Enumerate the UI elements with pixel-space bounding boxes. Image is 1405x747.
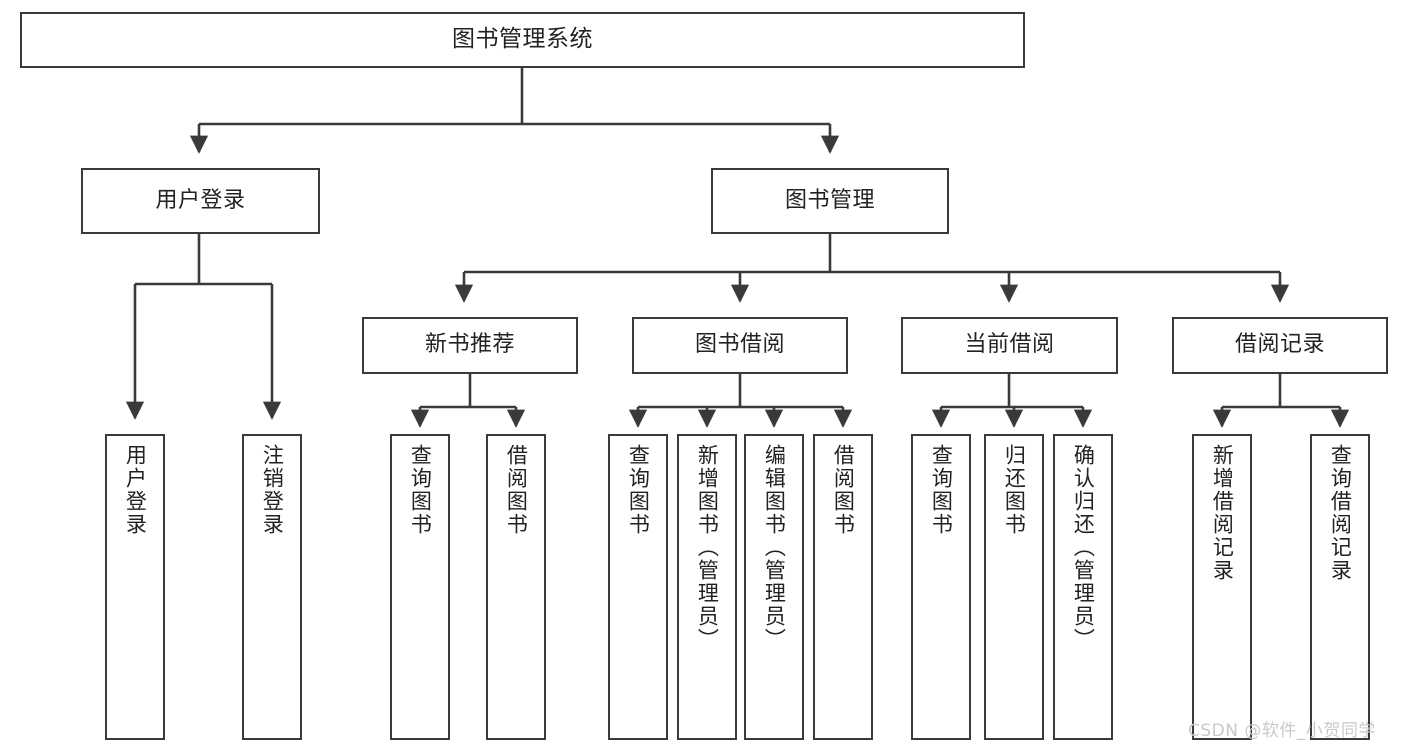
leaf-borrow-book-label: 借阅图书 bbox=[831, 444, 856, 536]
leaf-query-book-cur-label: 查询图书 bbox=[929, 444, 954, 536]
leaf-query-record[interactable]: 查询借阅记录 bbox=[1310, 434, 1370, 740]
leaf-query-book-rec-label: 查询图书 bbox=[408, 444, 433, 536]
leaf-return-book[interactable]: 归还图书 bbox=[984, 434, 1044, 740]
leaf-borrow-book[interactable]: 借阅图书 bbox=[813, 434, 873, 740]
node-current-borrow-label: 当前借阅 bbox=[964, 332, 1055, 358]
leaf-user-logout-label: 注销登录 bbox=[260, 444, 285, 536]
leaf-query-record-label: 查询借阅记录 bbox=[1328, 444, 1353, 582]
leaf-query-book-cur[interactable]: 查询图书 bbox=[911, 434, 971, 740]
leaf-add-book[interactable]: 新增图书（管理员） bbox=[677, 434, 737, 740]
node-root[interactable]: 图书管理系统 bbox=[20, 12, 1025, 68]
leaf-add-book-label: 新增图书（管理员） bbox=[695, 444, 720, 651]
leaf-borrow-book-rec[interactable]: 借阅图书 bbox=[486, 434, 546, 740]
leaf-user-logout[interactable]: 注销登录 bbox=[242, 434, 302, 740]
leaf-query-book-borrow-label: 查询图书 bbox=[626, 444, 651, 536]
node-book-manage-label: 图书管理 bbox=[784, 187, 875, 213]
leaf-add-record[interactable]: 新增借阅记录 bbox=[1192, 434, 1252, 740]
leaf-query-book-rec[interactable]: 查询图书 bbox=[390, 434, 450, 740]
leaf-edit-book[interactable]: 编辑图书（管理员） bbox=[744, 434, 804, 740]
node-current-borrow[interactable]: 当前借阅 bbox=[901, 317, 1118, 374]
node-new-book-rec[interactable]: 新书推荐 bbox=[362, 317, 578, 374]
node-user-login-label: 用户登录 bbox=[155, 187, 246, 213]
leaf-edit-book-label: 编辑图书（管理员） bbox=[762, 444, 787, 651]
node-borrow-record-label: 借阅记录 bbox=[1234, 332, 1325, 358]
leaf-add-record-label: 新增借阅记录 bbox=[1210, 444, 1235, 582]
leaf-return-book-label: 归还图书 bbox=[1002, 444, 1027, 536]
node-book-manage[interactable]: 图书管理 bbox=[711, 168, 949, 234]
node-borrow-record[interactable]: 借阅记录 bbox=[1172, 317, 1388, 374]
leaf-user-login-label: 用户登录 bbox=[123, 444, 148, 536]
leaf-user-login[interactable]: 用户登录 bbox=[105, 434, 165, 740]
node-root-label: 图书管理系统 bbox=[452, 26, 593, 53]
node-new-book-rec-label: 新书推荐 bbox=[424, 332, 515, 358]
leaf-query-book-borrow[interactable]: 查询图书 bbox=[608, 434, 668, 740]
leaf-borrow-book-rec-label: 借阅图书 bbox=[504, 444, 529, 536]
node-book-borrow[interactable]: 图书借阅 bbox=[632, 317, 848, 374]
leaf-confirm-return[interactable]: 确认归还（管理员） bbox=[1053, 434, 1113, 740]
node-user-login[interactable]: 用户登录 bbox=[81, 168, 320, 234]
node-book-borrow-label: 图书借阅 bbox=[694, 332, 785, 358]
leaf-confirm-return-label: 确认归还（管理员） bbox=[1071, 444, 1096, 651]
csdn-watermark: CSDN @软件_小贺同学 bbox=[1188, 721, 1376, 741]
